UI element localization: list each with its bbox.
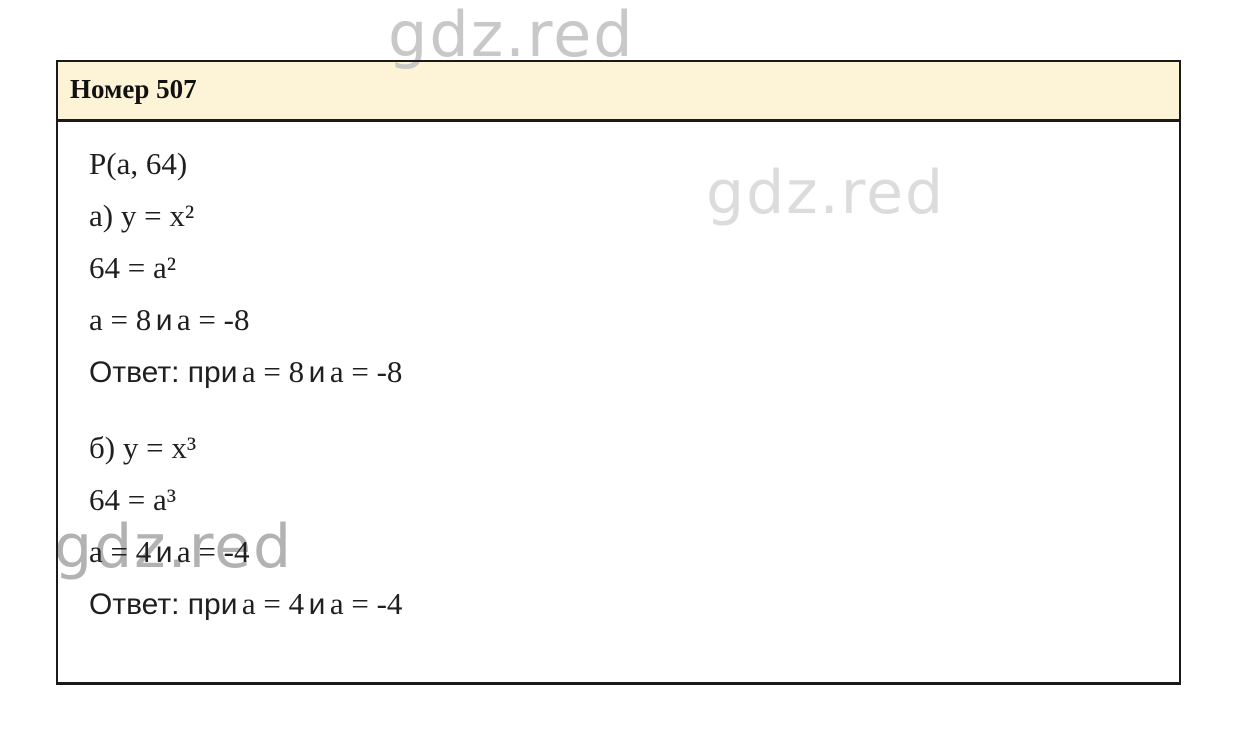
answer-conjunction-a: и: [308, 356, 326, 389]
answer-prefix-b: Ответ: при: [89, 588, 238, 621]
point-definition-text: P(a, 64): [89, 146, 188, 181]
root2-b: a = -4: [176, 534, 250, 569]
solution-part-a: а) y = x² 64 = a² a = 8 и a = -8 Ответ: …: [89, 190, 1181, 398]
answer-root2-b: a = -4: [329, 586, 403, 621]
root1-b: a = 4: [89, 534, 152, 569]
answer-line-b: Ответ: при a = 4 и a = -4: [89, 578, 1181, 630]
conjunction-a: и: [155, 304, 173, 337]
equation-b-text: б) y = x³: [89, 430, 197, 465]
watermark-middle: gdz.red: [706, 158, 946, 228]
conjunction-b: и: [155, 536, 173, 569]
root1-a: a = 8: [89, 302, 152, 337]
root2-a: a = -8: [176, 302, 250, 337]
substitution-a-text: 64 = a²: [89, 250, 177, 285]
answer-root1-b: a = 4: [241, 586, 305, 621]
answer-conjunction-b: и: [308, 588, 326, 621]
substitution-line-a: 64 = a²: [89, 242, 1181, 294]
solution-content: P(a, 64) а) y = x² 64 = a² a = 8 и a = -…: [56, 119, 1181, 630]
roots-line-a: a = 8 и a = -8: [89, 294, 1181, 346]
equation-line-a: а) y = x²: [89, 190, 1181, 242]
roots-line-b: a = 4 и a = -4: [89, 526, 1181, 578]
answer-line-a: Ответ: при a = 8 и a = -8: [89, 346, 1181, 398]
answer-prefix-a: Ответ: при: [89, 356, 238, 389]
watermark-top: gdz.red: [388, 0, 635, 71]
task-header: Номер 507: [56, 60, 1181, 119]
equation-line-b: б) y = x³: [89, 422, 1181, 474]
substitution-b-text: 64 = a³: [89, 482, 177, 517]
answer-root2-a: a = -8: [329, 354, 403, 389]
task-card: Номер 507 P(a, 64) а) y = x² 64 = a² a =…: [56, 60, 1181, 685]
solution-part-b: б) y = x³ 64 = a³ a = 4 и a = -4 Ответ: …: [89, 422, 1181, 630]
watermark-bottom: gdz.red: [54, 512, 294, 582]
equation-a-text: а) y = x²: [89, 198, 195, 233]
point-definition: P(a, 64): [89, 138, 1181, 190]
substitution-line-b: 64 = a³: [89, 474, 1181, 526]
task-number-title: Номер 507: [70, 74, 197, 104]
answer-root1-a: a = 8: [241, 354, 305, 389]
